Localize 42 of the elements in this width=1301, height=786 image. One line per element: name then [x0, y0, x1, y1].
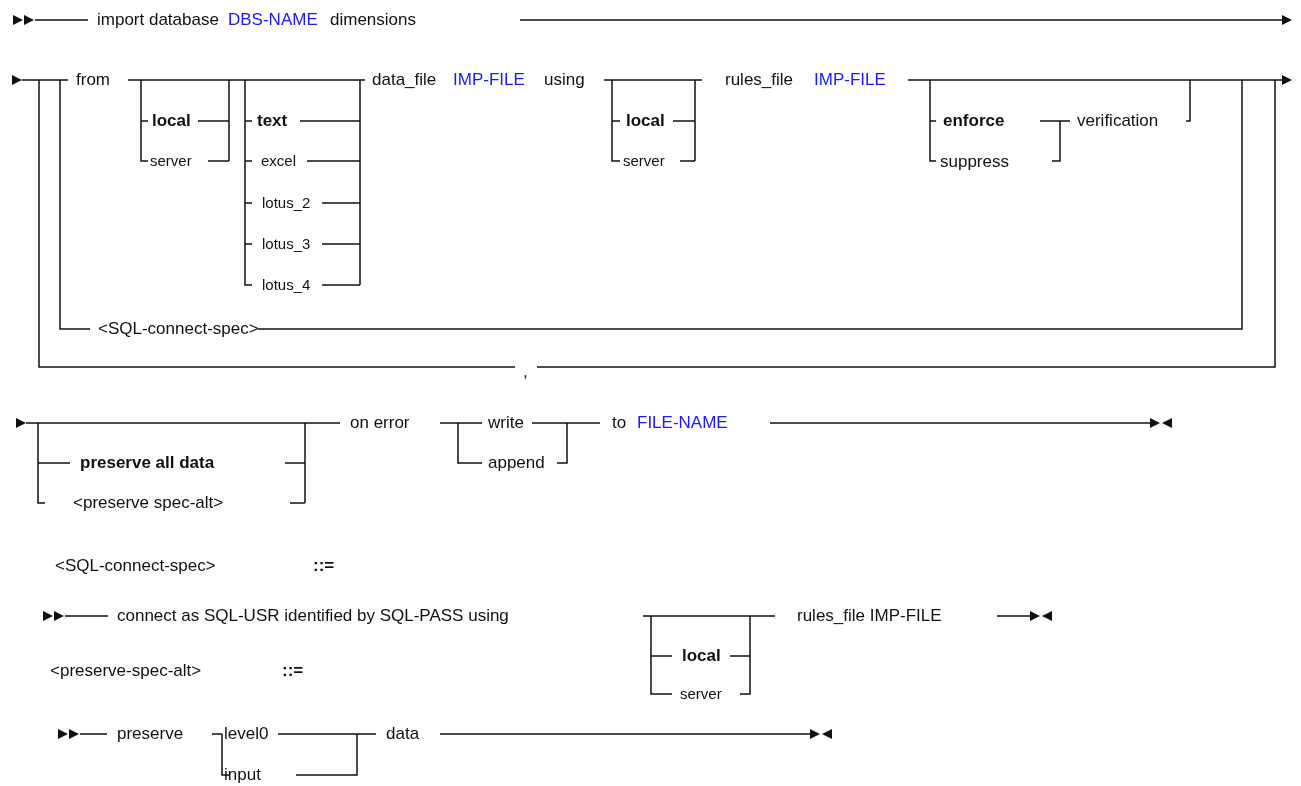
rule-reference: <preserve spec-alt>: [73, 492, 224, 514]
default-keyword: local: [152, 110, 191, 132]
rule-reference: <SQL-connect-spec>: [98, 318, 259, 340]
keyword: data_file: [372, 69, 437, 91]
keyword: to: [612, 412, 627, 434]
keyword: write: [488, 412, 524, 434]
parameter-name: IMP-FILE: [814, 69, 886, 91]
rule-reference: <preserve-spec-alt>: [50, 660, 202, 682]
default-keyword: local: [626, 110, 665, 132]
keyword: level0: [224, 723, 269, 745]
keyword: lotus_3: [262, 234, 311, 254]
keyword: verification: [1077, 110, 1159, 132]
rule-reference: <SQL-connect-spec>: [55, 555, 216, 577]
keyword: suppress: [940, 151, 1009, 173]
default-keyword: text: [257, 110, 288, 132]
keyword: lotus_2: [262, 193, 311, 213]
default-keyword: preserve all data: [80, 452, 215, 474]
keyword: from: [76, 69, 110, 91]
keyword: connect as SQL-USR identified by SQL-PASS using: [117, 605, 509, 627]
keyword: using: [544, 69, 585, 91]
keyword: server: [623, 151, 665, 171]
default-keyword: enforce: [943, 110, 1005, 132]
parameter-name: DBS-NAME: [228, 9, 318, 31]
parameter-name: IMP-FILE: [453, 69, 525, 91]
keyword: data: [386, 723, 420, 745]
default-keyword: ::=: [282, 660, 304, 682]
keyword: rules_file IMP-FILE: [797, 605, 942, 627]
keyword: excel: [261, 151, 297, 171]
keyword: dimensions: [330, 9, 416, 31]
default-keyword: local: [682, 645, 721, 667]
keyword: on error: [350, 412, 410, 434]
parameter-name: FILE-NAME: [637, 412, 728, 434]
keyword: lotus_4: [262, 275, 311, 295]
default-keyword: ::=: [313, 555, 335, 577]
keyword: preserve: [117, 723, 184, 745]
keyword: append: [488, 452, 545, 474]
separator-symbol: ,: [523, 361, 528, 383]
keyword: server: [150, 151, 192, 171]
keyword: rules_file: [725, 69, 794, 91]
keyword: input: [224, 764, 261, 786]
keyword: server: [680, 684, 722, 704]
keyword: import database: [97, 9, 219, 31]
